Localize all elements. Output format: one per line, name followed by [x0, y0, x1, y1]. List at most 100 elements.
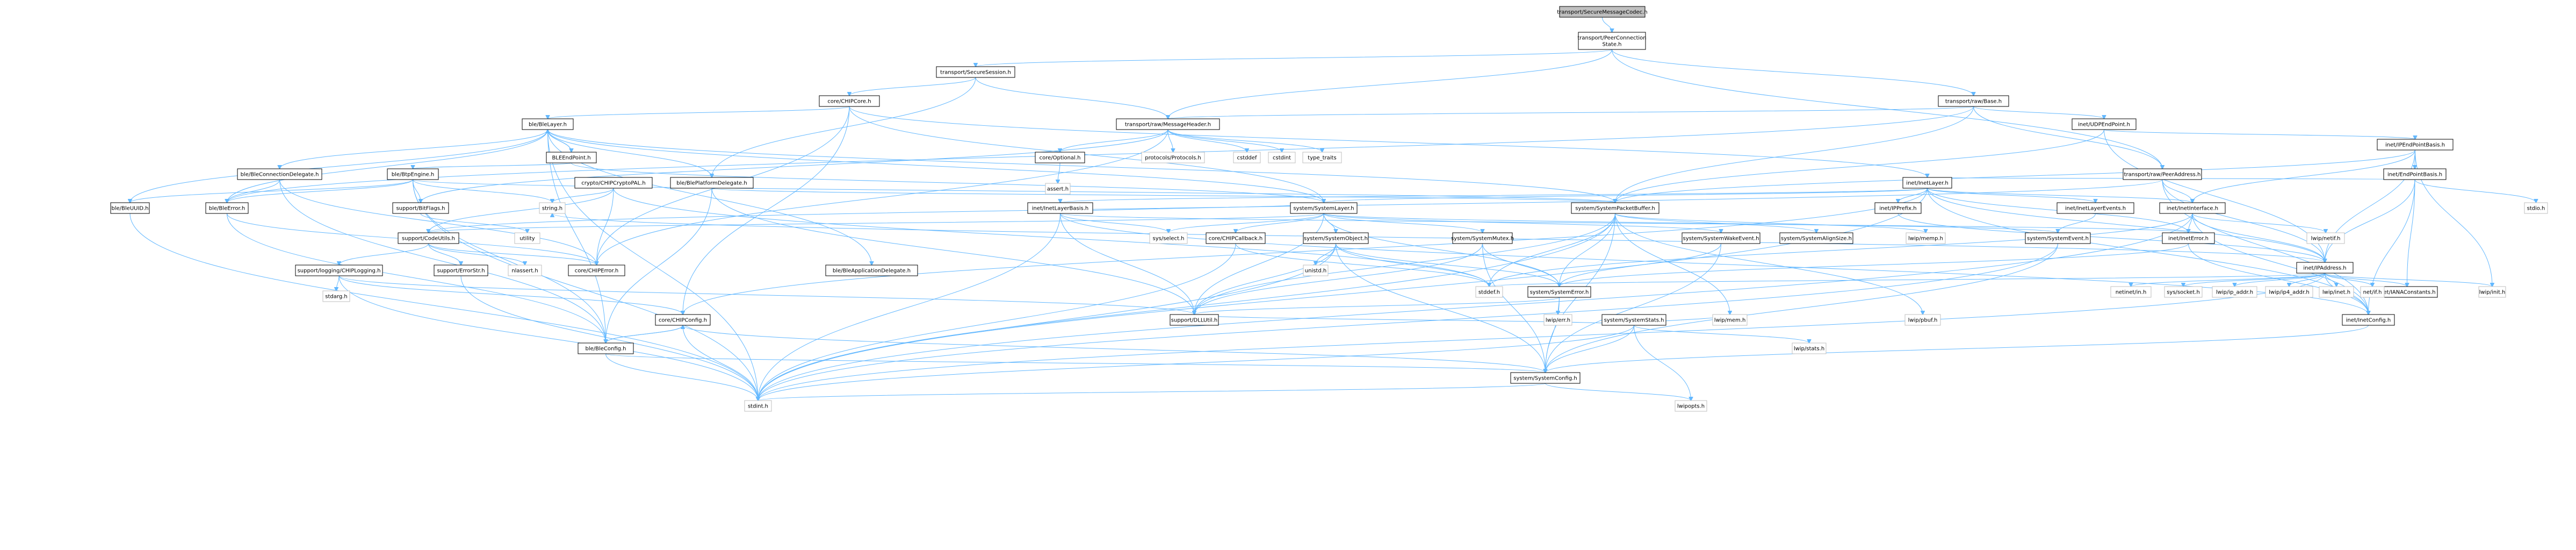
- node-bleconndel[interactable]: ble/BleConnectionDelegate.h: [237, 168, 322, 180]
- node-box: [2159, 202, 2226, 214]
- node-label: transport/raw/MessageHeader.h: [1125, 122, 1211, 128]
- node-label: nlassert.h: [511, 268, 538, 274]
- node-label: stdint.h: [748, 404, 768, 410]
- edge-sysobject-to-unistd: [1316, 243, 1336, 265]
- node-label: inet/InetLayer.h: [1906, 181, 1948, 187]
- edge-bleh-to-bleuuid: [130, 129, 548, 203]
- edge-ineterror-to-syserror: [1560, 243, 2189, 287]
- node-crypto[interactable]: crypto/CHIPCryptoPAL.h: [574, 177, 653, 189]
- node-syserror[interactable]: system/SystemError.h: [1527, 286, 1591, 298]
- edge-pktbuf-to-align: [1615, 213, 1817, 233]
- node-rawbase[interactable]: transport/raw/Base.h: [1938, 95, 2009, 107]
- node-chiperror[interactable]: core/CHIPError.h: [568, 265, 625, 276]
- node-logging[interactable]: support/logging/CHIPLogging.h: [295, 265, 383, 276]
- node-bleend[interactable]: BLEEndPoint.h: [546, 152, 597, 163]
- node-sysevent[interactable]: system/SystemEvent.h: [2025, 232, 2091, 244]
- node-label: transport/SecureMessageCodec.h: [1557, 10, 1647, 16]
- node-align[interactable]: system/SystemAlignSize.h: [1779, 232, 1853, 244]
- node-iana[interactable]: inet/IANAConstants.h: [2376, 286, 2438, 298]
- node-inetlayer[interactable]: inet/InetLayer.h: [1902, 177, 1952, 189]
- node-sysmutex[interactable]: system/SystemMutex.h: [1451, 232, 1514, 244]
- node-inetevents[interactable]: inet/InetLayerEvents.h: [2057, 202, 2134, 214]
- node-stdio: stdio.h: [2524, 202, 2548, 214]
- node-box: [322, 290, 350, 302]
- node-box: [1559, 6, 1646, 18]
- node-label: ble/BlePlatformDelegate.h: [676, 181, 747, 187]
- node-pktbuf[interactable]: system/SystemPacketBuffer.h: [1571, 202, 1659, 214]
- node-label: system/SystemObject.h: [1304, 236, 1368, 242]
- node-label: sys/select.h: [1153, 236, 1185, 242]
- node-bitflags[interactable]: support/BitFlags.h: [392, 202, 449, 214]
- node-bleerror[interactable]: ble/BleError.h: [205, 202, 249, 214]
- node-lwipmemp: lwip/memp.h: [1906, 232, 1946, 244]
- edge-sysmutex-to-dlluitl: [1194, 243, 1483, 315]
- node-endbasis[interactable]: inet/EndPointBasis.h: [2383, 168, 2447, 180]
- node-box: [568, 265, 625, 276]
- node-bleengine[interactable]: ble/BtpEngine.h: [387, 168, 439, 180]
- node-bleh[interactable]: ble/BleLayer.h: [522, 118, 574, 130]
- edge-endbasis-to-ipaddr: [2325, 179, 2415, 262]
- edge-inetlayer-to-inetbasis: [1060, 188, 1928, 203]
- node-inetconfig[interactable]: inet/InetConfig.h: [2342, 314, 2395, 326]
- node-label: transport/PeerConnection: [1577, 35, 1646, 41]
- node-box: [2162, 232, 2215, 244]
- node-errorstr[interactable]: support/ErrorStr.h: [434, 265, 488, 276]
- edge-peer-to-msghdr: [1168, 49, 1612, 119]
- node-label: protocols/Protocols.h: [1145, 155, 1201, 161]
- node-label: inet/IANAConstants.h: [2378, 290, 2435, 296]
- node-bleuuid[interactable]: ble/BleUUID.h: [110, 202, 150, 214]
- node-sysconfig[interactable]: system/SystemConfig.h: [1510, 372, 1581, 384]
- edge-bleengine-to-stdint: [413, 179, 759, 401]
- node-cstddef: cstddef: [1233, 152, 1261, 163]
- node-label: inet/InetLayerEvents.h: [2065, 206, 2126, 212]
- node-peeraddr[interactable]: transport/raw/PeerAddress.h: [2123, 168, 2202, 180]
- edge-msghdr-to-typetraits: [1167, 129, 1322, 152]
- node-dlluitl[interactable]: support/DLLUtil.h: [1170, 314, 1219, 326]
- node-syswake[interactable]: system/SystemWakeEvent.h: [1682, 232, 1760, 244]
- node-coreopt[interactable]: core/Optional.h: [1035, 152, 1085, 163]
- node-ineterror[interactable]: inet/InetError.h: [2162, 232, 2215, 244]
- edge-inetbasis-to-syslayer: [1060, 203, 1324, 214]
- node-box: [1675, 400, 1707, 412]
- edge-crypto-to-codeutils: [429, 188, 614, 233]
- node-msghdr[interactable]: transport/raw/MessageHeader.h: [1116, 118, 1220, 130]
- edge-bleh-to-bleconfig: [547, 129, 606, 343]
- node-label: ble/BleConnectionDelegate.h: [241, 172, 319, 178]
- node-label: ble/BleError.h: [209, 206, 245, 212]
- node-lwipinit: lwip/init.h: [2478, 286, 2506, 298]
- node-bleappdel[interactable]: ble/BleApplicationDelegate.h: [825, 265, 918, 276]
- node-label: lwip/mem.h: [1714, 318, 1746, 324]
- node-sysstats[interactable]: system/SystemStats.h: [1601, 314, 1666, 326]
- node-chipcore[interactable]: core/CHIPCore.h: [819, 95, 880, 107]
- edge-sysconfig-to-stdint: [758, 383, 1546, 401]
- node-assert: assert.h: [1045, 183, 1071, 195]
- node-ipprefix[interactable]: inet/IPPrefix.h: [1874, 202, 1922, 214]
- node-bleconfig[interactable]: ble/BleConfig.h: [578, 342, 634, 354]
- node-sysobject[interactable]: system/SystemObject.h: [1303, 232, 1369, 244]
- node-netif[interactable]: inet/InetInterface.h: [2159, 202, 2226, 214]
- edge-sysmutex-to-syserror: [1482, 243, 1560, 287]
- node-callback[interactable]: core/CHIPCallback.h: [1206, 232, 1266, 244]
- node-secsession[interactable]: transport/SecureSession.h: [936, 66, 1015, 78]
- node-chipconfig[interactable]: core/CHIPConfig.h: [655, 314, 711, 326]
- node-inetbasis[interactable]: inet/InetLayerBasis.h: [1027, 202, 1093, 214]
- node-label: inet/InetLayerBasis.h: [1032, 206, 1089, 212]
- edge-bleplat-to-dlluitl: [711, 188, 1194, 315]
- node-udpend[interactable]: inet/UDPEndPoint.h: [2072, 118, 2137, 130]
- edge-bleerror-to-bleconfig: [227, 213, 606, 343]
- edge-sysobject-to-stddef: [1336, 243, 1490, 287]
- node-lwipopt2: lwipopts.h: [1675, 400, 1707, 412]
- node-syslayer[interactable]: system/SystemLayer.h: [1290, 202, 1358, 214]
- node-root[interactable]: transport/SecureMessageCodec.h: [1557, 6, 1648, 18]
- edge-pktbuf-to-lwippbuf: [1615, 213, 1923, 315]
- node-box: [1303, 232, 1369, 244]
- node-bleplat[interactable]: ble/BlePlatformDelegate.h: [670, 177, 754, 189]
- node-codeutils[interactable]: support/CodeUtils.h: [398, 232, 459, 244]
- node-ipaddr[interactable]: inet/IPAddress.h: [2296, 262, 2354, 274]
- edge-peer-to-secsession: [976, 49, 1612, 67]
- edge-msghdr-to-cstddef: [1167, 129, 1247, 152]
- node-box: [2164, 286, 2203, 298]
- edge-sysevent-to-stdint: [758, 243, 2058, 401]
- node-ipendbasis[interactable]: inet/IPEndPointBasis.h: [2377, 139, 2454, 151]
